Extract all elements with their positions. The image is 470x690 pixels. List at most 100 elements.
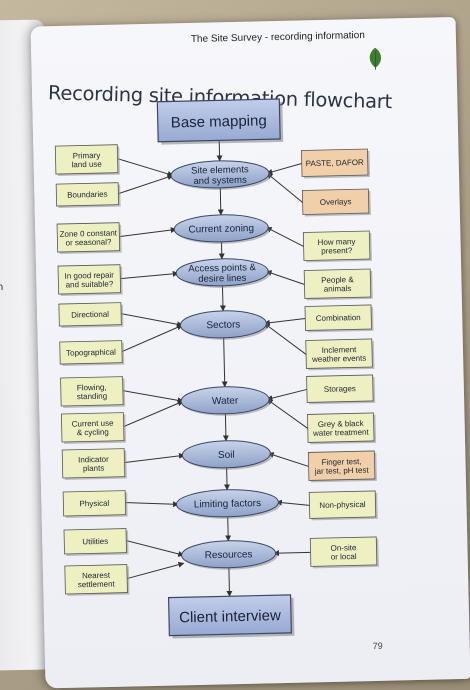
right-input-arrow (275, 499, 310, 506)
right-input-box: Non-physical (308, 490, 378, 521)
left-input-arrow (118, 174, 174, 195)
flow-arrow-main (217, 187, 224, 216)
left-input-label: Flowing,standing (77, 383, 108, 401)
flow-node: Site elementsand systems (170, 160, 271, 190)
left-input-arrow (123, 400, 184, 428)
right-input-box: Overlays (301, 188, 371, 217)
flow-node: Soil (181, 440, 273, 470)
right-input-box: Inclementweather events (305, 338, 375, 371)
flow-arrow-main (219, 285, 226, 312)
left-input-label: Primaryland use (71, 151, 102, 169)
flow-arrow-main (221, 337, 228, 388)
left-input-label: Physical (79, 499, 109, 509)
flow-node-label: Water (212, 395, 239, 407)
left-input-label: In good repairand suitable? (64, 271, 114, 290)
flow-node-label: Sectors (206, 319, 240, 331)
flow-node: Current zoning (173, 214, 271, 244)
base-mapping-label: Base mapping (171, 112, 267, 131)
left-input-box: In good repairand suitable? (57, 264, 123, 297)
flow-node: Limiting factors (175, 489, 281, 519)
left-input-arrow (120, 270, 179, 280)
right-input-box: Storages (306, 374, 376, 405)
right-input-arrow (266, 163, 302, 175)
flow-node-label: Soil (218, 450, 235, 461)
left-input-arrow (117, 158, 174, 177)
right-input-label: Inclementweather events (311, 345, 367, 364)
left-input-arrow (119, 227, 177, 238)
right-input-label: Overlays (320, 197, 352, 207)
left-input-label: Directional (71, 310, 109, 320)
left-input-label: Current use& cycling (72, 419, 115, 438)
left-input-box: Directional (58, 302, 124, 329)
left-input-arrow (125, 501, 180, 508)
flow-node-label: Site elementsand systems (191, 164, 249, 187)
left-input-box: Physical (62, 490, 128, 518)
right-input-arrow (267, 452, 309, 467)
right-input-arrow (266, 398, 309, 429)
left-input-arrow (121, 324, 183, 353)
right-input-arrow (265, 270, 305, 285)
right-input-label: Grey & blackwater treatment (312, 419, 370, 438)
right-input-label: Storages (324, 384, 356, 394)
right-input-arrow (266, 172, 303, 203)
right-input-label: Finger test,jar test, pH test (314, 457, 370, 476)
flow-node: Water (180, 386, 272, 416)
right-input-box: People &animals (303, 268, 373, 301)
flow-node-label: Resources (205, 549, 253, 561)
right-input-box: How manypresent? (302, 230, 372, 263)
left-input-box: Current use& cycling (60, 412, 127, 444)
right-input-label: People &animals (321, 275, 355, 294)
left-input-arrow (126, 540, 185, 557)
right-input-arrow (263, 322, 307, 355)
right-input-arrow (265, 226, 304, 247)
flow-node-label: Access points &desire lines (188, 262, 257, 285)
left-input-label: Indicatorplants (78, 455, 109, 473)
flow-node: Resources (181, 540, 278, 570)
left-input-label: Topographical (66, 348, 116, 358)
flow-node: Sectors (179, 310, 269, 340)
flow-arrow-main (226, 567, 233, 597)
right-input-box: Grey & blackwater treatment (307, 412, 377, 445)
right-input-label: PASTE, DAFOR (306, 158, 364, 168)
right-input-arrow (263, 317, 306, 326)
left-input-box: Utilities (63, 528, 129, 556)
right-input-label: Combination (316, 313, 361, 323)
left-input-arrow (124, 452, 185, 464)
left-input-label: Utilities (82, 537, 108, 547)
left-input-arrow (121, 313, 183, 328)
left-input-arrow (122, 390, 184, 404)
right-input-label: On-siteor local (330, 543, 357, 561)
client-interview-box (167, 594, 292, 637)
left-input-label: Boundaries (67, 190, 108, 200)
right-input-label: How manypresent? (318, 237, 356, 256)
leaf-icon (369, 47, 381, 70)
left-input-box: Indicatorplants (61, 448, 127, 480)
right-input-box: Combination (304, 304, 374, 333)
book-page: The Site Survey - recording information … (30, 16, 470, 689)
flow-arrow-main (222, 413, 229, 442)
left-input-label: Zone 0 constantor seasonal? (59, 228, 118, 247)
left-input-box: Flowing,standing (60, 376, 126, 408)
flow-arrows (117, 140, 311, 597)
right-input-box: On-siteor local (309, 536, 379, 569)
right-input-arrow (266, 388, 307, 401)
flow-node: Access points &desire lines (175, 258, 271, 288)
page-number: 79 (372, 640, 383, 652)
right-input-label: Non-physical (319, 500, 366, 510)
left-page-text: n (0, 282, 4, 293)
right-input-box: PASTE, DAFOR (301, 148, 371, 179)
left-input-box: Topographical (59, 340, 125, 366)
right-input-box: Finger test,jar test, pH test (307, 450, 377, 483)
flow-arrow-main (225, 516, 232, 542)
left-input-arrow (126, 561, 185, 580)
left-input-box: Zone 0 constantor seasonal? (56, 222, 122, 255)
flow-node-label: Limiting factors (194, 498, 261, 511)
client-interview-label: Client interview (179, 607, 281, 626)
left-input-box: Boundaries (55, 182, 121, 209)
base-mapping-box (156, 98, 281, 143)
left-input-box: Primaryland use (54, 144, 120, 177)
right-input-arrow (272, 550, 311, 557)
flow-node-label: Current zoning (188, 223, 254, 235)
